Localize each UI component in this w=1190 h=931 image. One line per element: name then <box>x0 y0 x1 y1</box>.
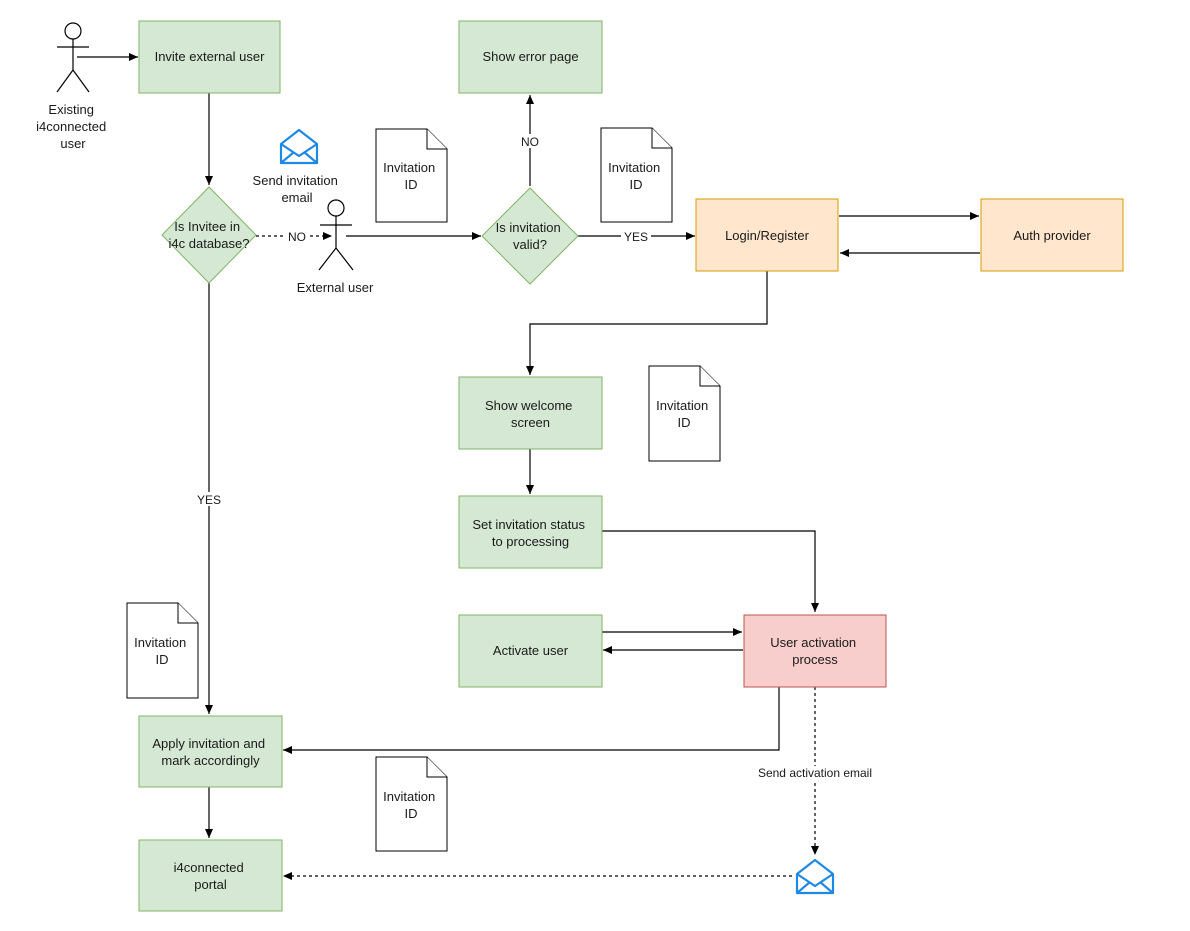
box-auth-provider: Auth provider <box>980 198 1124 272</box>
decision-is-invitation-valid: Is invitation valid? <box>481 187 579 285</box>
doc-invitation-id-2: Invitation ID <box>600 127 673 223</box>
box-activate-user: Activate user <box>458 614 603 688</box>
svg-text:Send invitation email: Send invitation email <box>253 173 342 205</box>
svg-text:User activation process: User activation process <box>770 635 860 667</box>
svg-text:Invitation ID: Invitation ID <box>383 160 439 192</box>
svg-text:Invite external user: Invite external user <box>155 49 266 64</box>
box-login-register: Login/Register <box>695 198 839 272</box>
label-no-invalid: NO <box>521 135 539 149</box>
svg-text:i4connected portal: i4connected portal <box>174 860 248 892</box>
svg-text:Show welcome screen: Show welcome screen <box>485 398 576 430</box>
svg-text:Auth provider: Auth provider <box>1013 228 1091 243</box>
external-user-label: External user <box>297 280 374 295</box>
svg-text:Is invitation valid?: Is invitation valid? <box>496 220 565 252</box>
label-send-activation-email: Send activation email <box>758 766 872 780</box>
doc-invitation-id-3: Invitation ID <box>648 365 721 462</box>
box-user-activation-process: User activation process <box>743 614 887 688</box>
svg-text:Apply invitation and mar: Apply invitation and mark accordingly <box>152 736 268 768</box>
edge-labels: NO NO YES YES Send activation email <box>194 134 878 780</box>
existing-user-label-line1: Existing <box>48 102 94 117</box>
activation-email <box>795 858 835 895</box>
box-show-error-page: Show error page <box>458 20 603 94</box>
svg-text:Invitation ID: Invitation ID <box>134 635 190 667</box>
box-invite-external-user: Invite external user <box>138 20 281 94</box>
decision-is-invitee-in-db: Is Invitee in i4c database? <box>161 186 257 284</box>
svg-text:Activate user: Activate user <box>493 643 569 658</box>
box-i4connected-portal: i4connected portal <box>138 839 283 912</box>
svg-text:Invitation ID: Invitation ID <box>383 789 439 821</box>
edge-login-to-welcome <box>526 271 768 375</box>
label-yes-in-db: YES <box>197 493 221 507</box>
stick-figure-icon <box>318 199 354 271</box>
box-show-welcome-screen: Show welcome screen <box>458 376 603 450</box>
actor-existing-user: Existing i4connected user <box>36 22 110 151</box>
envelope-icon <box>795 858 835 895</box>
envelope-icon <box>279 128 319 165</box>
box-apply-invitation: Apply invitation and mark accordingly <box>138 715 283 788</box>
svg-text:Is Invitee in i4c databa: Is Invitee in i4c database? <box>169 219 250 251</box>
svg-text:Show error page: Show error page <box>482 49 578 64</box>
edge-activation-to-apply <box>283 687 780 754</box>
doc-invitation-id-5: Invitation ID <box>375 756 448 852</box>
existing-user-label-line2: i4connected <box>36 119 106 134</box>
doc-invitation-id-4: Invitation ID <box>126 602 199 699</box>
svg-text:Login/Register: Login/Register <box>725 228 809 243</box>
stick-figure-icon <box>56 22 90 93</box>
label-no-not-in-db: NO <box>288 230 306 244</box>
svg-text:Invitation ID: Invitation ID <box>656 398 712 430</box>
existing-user-label-line3: user <box>60 136 86 151</box>
box-set-invitation-status: Set invitation status to processing <box>458 495 603 569</box>
svg-text:Existing i4connected: Existing i4connected user <box>36 102 110 151</box>
send-invitation-email: Send invitation email <box>253 128 342 205</box>
doc-invitation-id-1: Invitation ID <box>375 128 448 223</box>
edge-status-to-activation <box>602 530 819 612</box>
label-yes-valid: YES <box>624 230 648 244</box>
svg-text:Invitation ID: Invitation ID <box>608 160 664 192</box>
actor-external-user: External user <box>297 199 374 295</box>
svg-text:Set invitation status to: Set invitation status to processing <box>472 517 588 549</box>
